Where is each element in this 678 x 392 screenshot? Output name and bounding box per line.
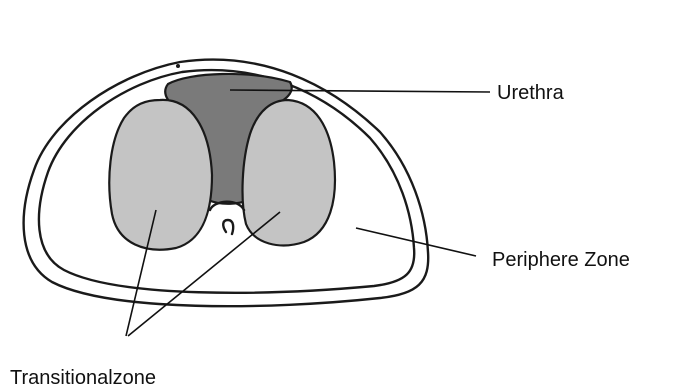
verumontanum-hook xyxy=(223,220,233,234)
right-transitional-lobe xyxy=(243,100,335,245)
periphere-zone-label: Periphere Zone xyxy=(492,249,630,271)
left-transitional-lobe xyxy=(109,100,212,250)
capsule-mark xyxy=(176,64,180,68)
transitional-zone-label: Transitionalzone xyxy=(10,367,156,389)
periphere-zone-leader-line xyxy=(356,228,476,256)
urethra-label: Urethra xyxy=(497,82,565,104)
